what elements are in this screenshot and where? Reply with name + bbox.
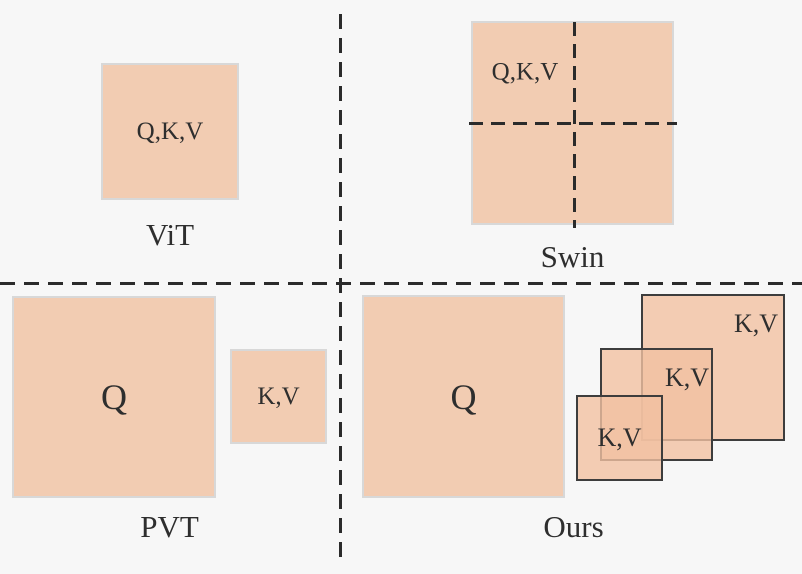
swin-qkv-block: Q,K,V: [469, 21, 677, 228]
pvt-kv-label: K,V: [257, 383, 300, 410]
horizontal-divider: [0, 282, 802, 285]
ours-kv-block-small: K,V: [576, 395, 663, 481]
swin-qkv-label: Q,K,V: [491, 58, 559, 86]
vit-qkv-block: Q,K,V: [101, 63, 239, 200]
ours-query-label: Q: [450, 376, 477, 417]
vit-qkv-label: Q,K,V: [136, 118, 204, 145]
pvt-caption: PVT: [140, 509, 199, 544]
pvt-query-block: Q: [12, 296, 216, 498]
vit-caption: ViT: [145, 217, 195, 252]
vertical-divider: [339, 14, 342, 560]
ours-kv-medium-label: K,V: [664, 363, 710, 392]
swin-window-split-vertical: [573, 22, 576, 228]
pvt-query-label: Q: [101, 377, 127, 417]
ours-caption: Ours: [543, 509, 604, 544]
pvt-kv-block: K,V: [230, 349, 327, 444]
swin-caption: Swin: [540, 239, 605, 274]
ours-query-block: Q: [362, 295, 565, 498]
ours-kv-large-label: K,V: [733, 309, 779, 338]
ours-kv-small-label: K,V: [597, 423, 642, 452]
swin-window-split-horizontal: [469, 122, 677, 125]
